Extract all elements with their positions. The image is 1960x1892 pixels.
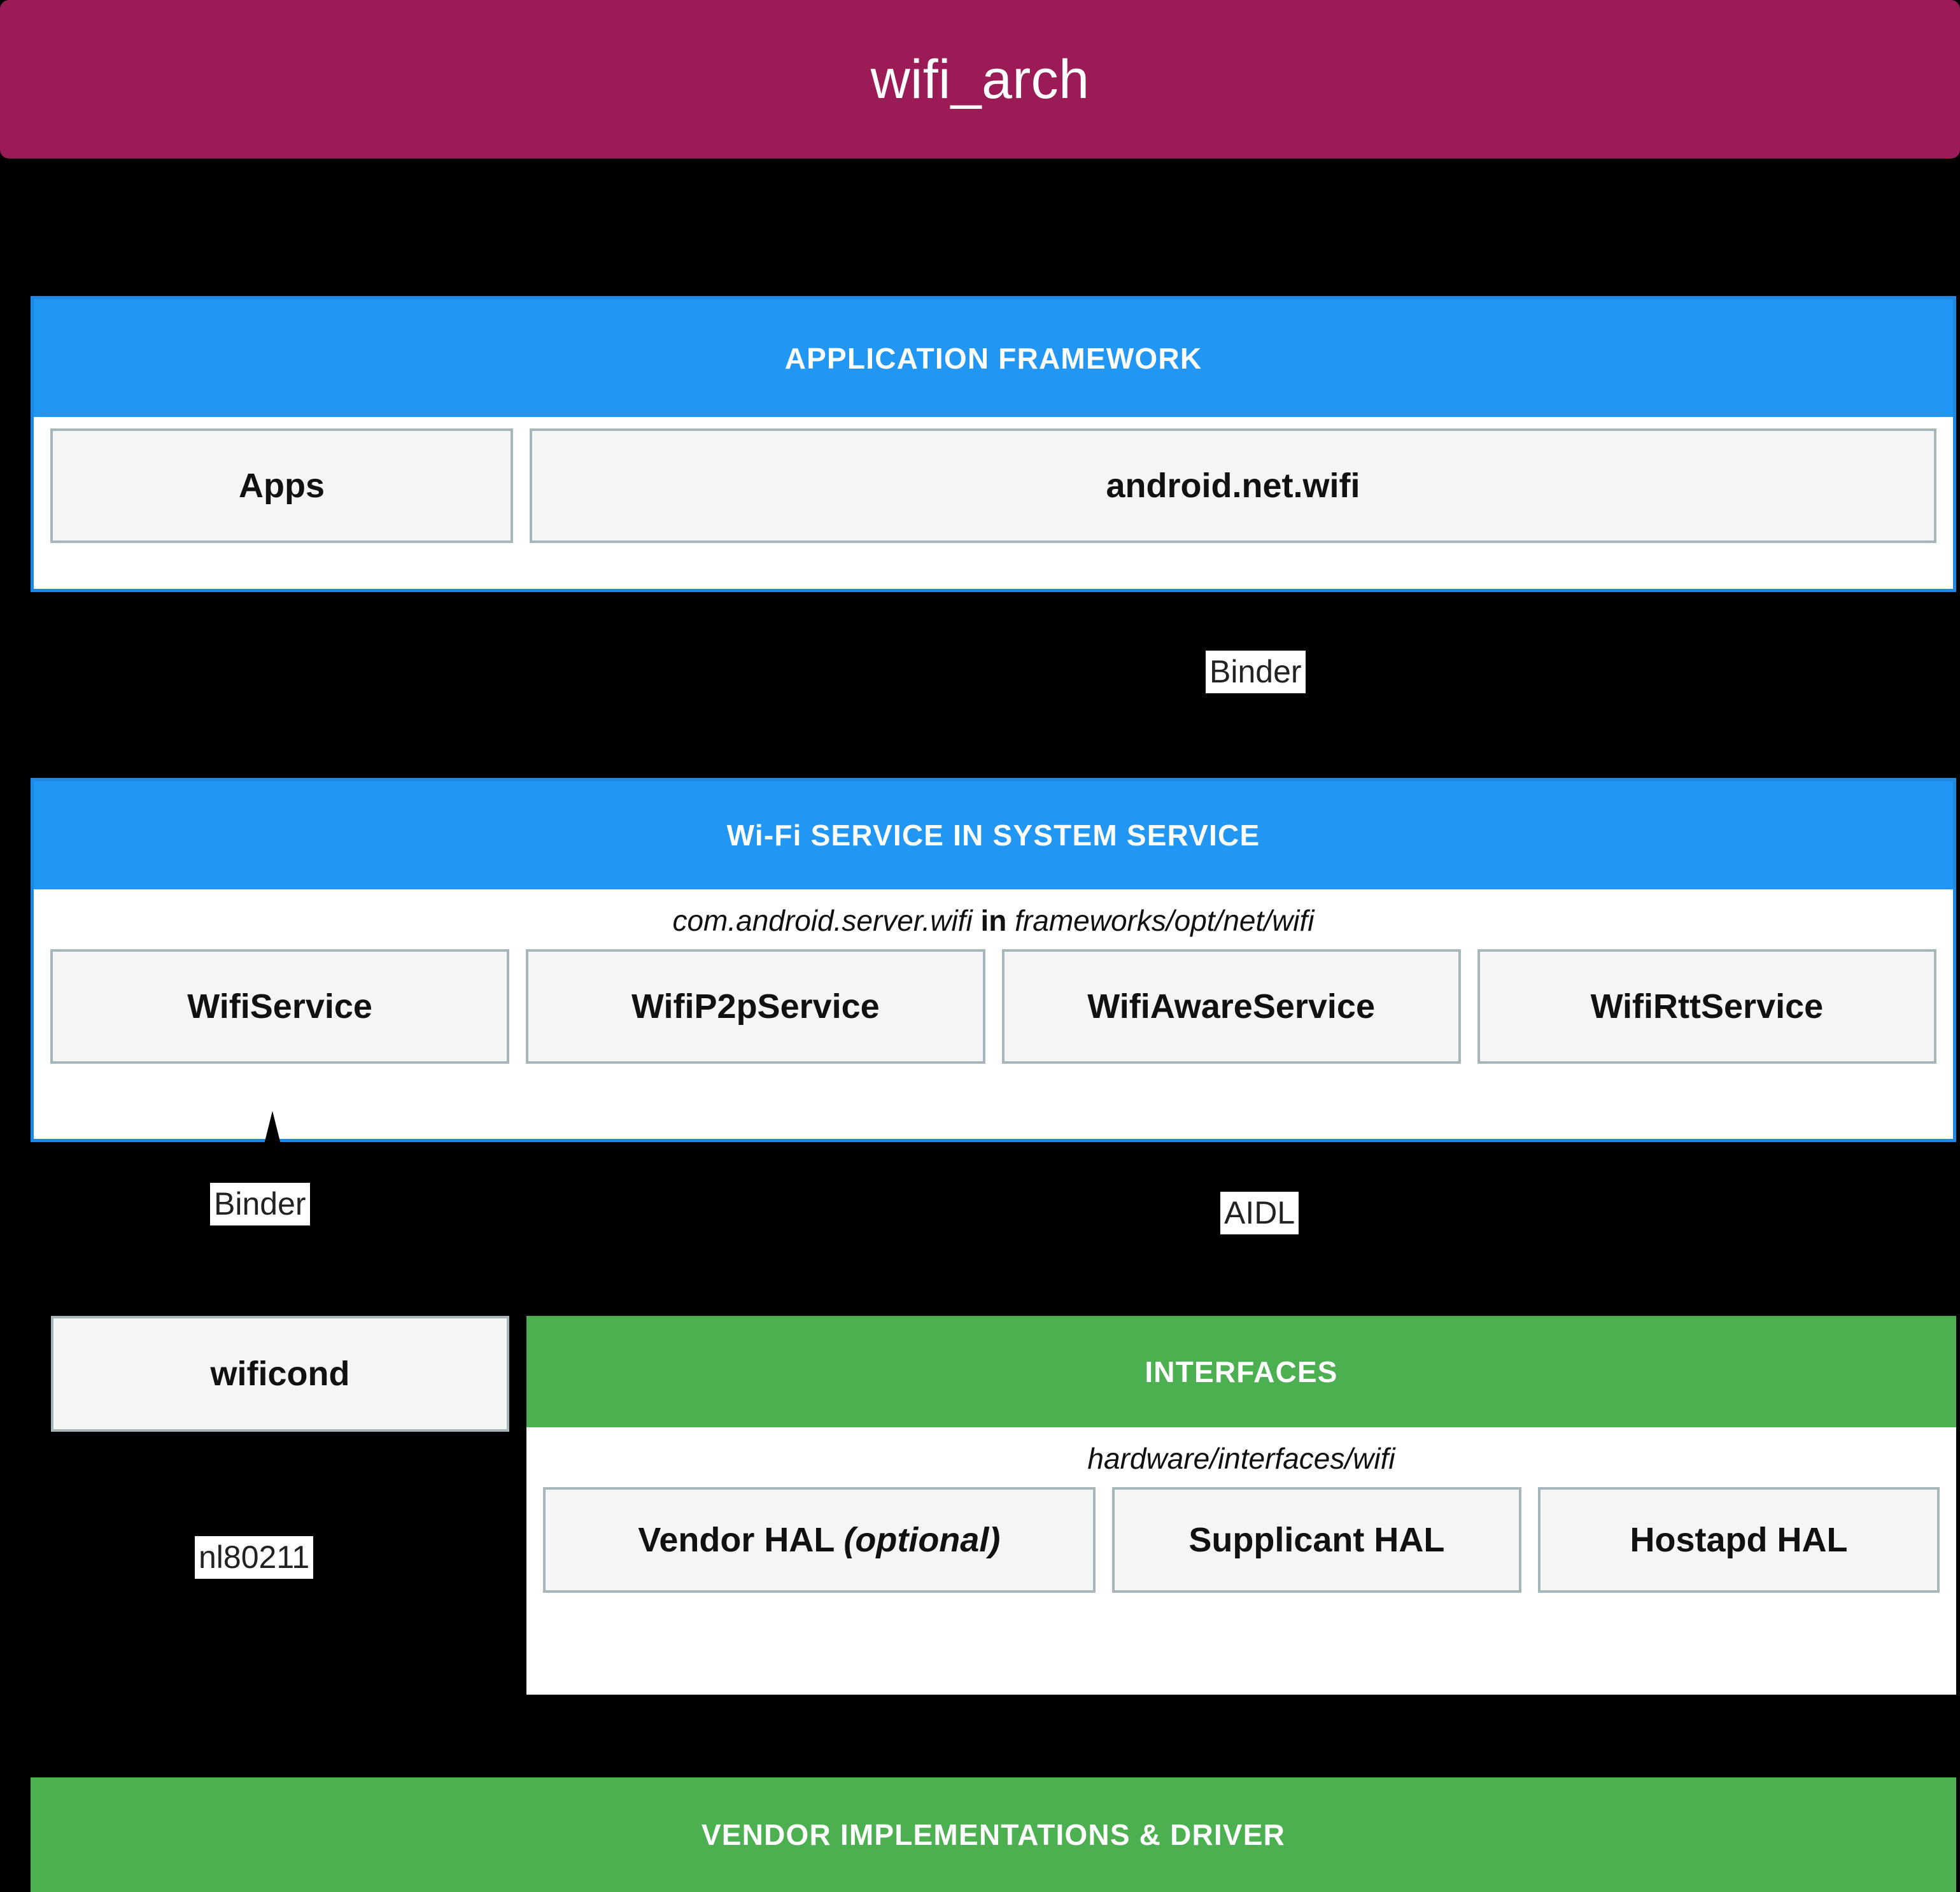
node-wifirttservice-label: WifiRttService	[1590, 987, 1824, 1026]
wifi-service-subpath-prefix: com.android.server.wifi	[672, 904, 973, 937]
edge-label-nl80211: nl80211	[195, 1536, 314, 1579]
node-wifirttservice[interactable]: WifiRttService	[1477, 949, 1936, 1064]
application-framework-body: Apps android.net.wifi	[34, 417, 1953, 560]
node-wifiawareservice[interactable]: WifiAwareService	[1001, 949, 1461, 1064]
arrow-down-to-vendor	[1263, 1744, 1276, 1780]
node-wifiservice[interactable]: WifiService	[50, 949, 510, 1064]
arrow-up-to-wifiservice	[262, 1111, 283, 1152]
node-apps-label: Apps	[239, 467, 325, 505]
vendor-implementations-band: VENDOR IMPLEMENTATIONS & DRIVER	[31, 1777, 1956, 1892]
wifi-service-body: com.android.server.wifi in frameworks/op…	[34, 889, 1953, 1080]
node-wifiservice-label: WifiService	[187, 987, 372, 1026]
node-wifip2pservice-label: WifiP2pService	[631, 987, 880, 1026]
edge-label-aidl: AIDL	[1220, 1192, 1299, 1234]
page-title: wifi_arch	[870, 48, 1090, 110]
window-titlebar: wifi_arch	[0, 0, 1960, 159]
wifi-service-subpath: com.android.server.wifi in frameworks/op…	[50, 889, 1936, 949]
interfaces-band: INTERFACES	[526, 1316, 1956, 1427]
interfaces-nodes: Vendor HAL (optional) Supplicant HAL Hos…	[543, 1487, 1940, 1593]
wifi-service-subpath-joiner: in	[980, 904, 1007, 937]
node-vendor-hal-optional: (optional)	[843, 1521, 1001, 1559]
application-framework-label: APPLICATION FRAMEWORK	[784, 341, 1202, 375]
node-supplicant-hal[interactable]: Supplicant HAL	[1111, 1487, 1522, 1593]
edge-label-binder-left: Binder	[210, 1183, 310, 1225]
wifi-service-nodes: WifiService WifiP2pService WifiAwareServ…	[50, 949, 1936, 1064]
node-apps[interactable]: Apps	[50, 428, 513, 543]
node-vendor-hal[interactable]: Vendor HAL (optional)	[543, 1487, 1096, 1593]
wifi-service-panel: Wi-Fi SERVICE IN SYSTEM SERVICE com.andr…	[31, 778, 1956, 1142]
edge-label-binder-top: Binder	[1206, 651, 1306, 693]
interfaces-subpath: hardware/interfaces/wifi	[1087, 1442, 1395, 1475]
wifi-service-label: Wi-Fi SERVICE IN SYSTEM SERVICE	[726, 819, 1260, 852]
wifi-service-band: Wi-Fi SERVICE IN SYSTEM SERVICE	[34, 781, 1953, 889]
node-wifip2pservice[interactable]: WifiP2pService	[526, 949, 985, 1064]
wifi-service-subpath-suffix: frameworks/opt/net/wifi	[1015, 904, 1315, 937]
node-wifiawareservice-label: WifiAwareService	[1087, 987, 1375, 1026]
interfaces-panel: INTERFACES hardware/interfaces/wifi Vend…	[526, 1316, 1956, 1695]
node-hostapd-hal[interactable]: Hostapd HAL	[1538, 1487, 1940, 1593]
application-framework-panel: APPLICATION FRAMEWORK Apps android.net.w…	[31, 296, 1956, 592]
node-wificond-label: wificond	[210, 1355, 350, 1393]
node-android-net-wifi-label: android.net.wifi	[1106, 467, 1360, 505]
node-supplicant-hal-label: Supplicant HAL	[1188, 1521, 1445, 1559]
interfaces-body: hardware/interfaces/wifi Vendor HAL (opt…	[526, 1427, 1956, 1609]
node-android-net-wifi[interactable]: android.net.wifi	[530, 428, 1936, 543]
node-hostapd-hal-label: Hostapd HAL	[1630, 1521, 1848, 1559]
node-vendor-hal-label: Vendor HAL	[638, 1521, 835, 1559]
interfaces-label: INTERFACES	[1145, 1355, 1338, 1388]
application-framework-nodes: Apps android.net.wifi	[50, 417, 1936, 543]
node-wificond[interactable]: wificond	[51, 1316, 509, 1432]
application-framework-band: APPLICATION FRAMEWORK	[34, 299, 1953, 417]
vendor-implementations-label: VENDOR IMPLEMENTATIONS & DRIVER	[701, 1818, 1286, 1851]
